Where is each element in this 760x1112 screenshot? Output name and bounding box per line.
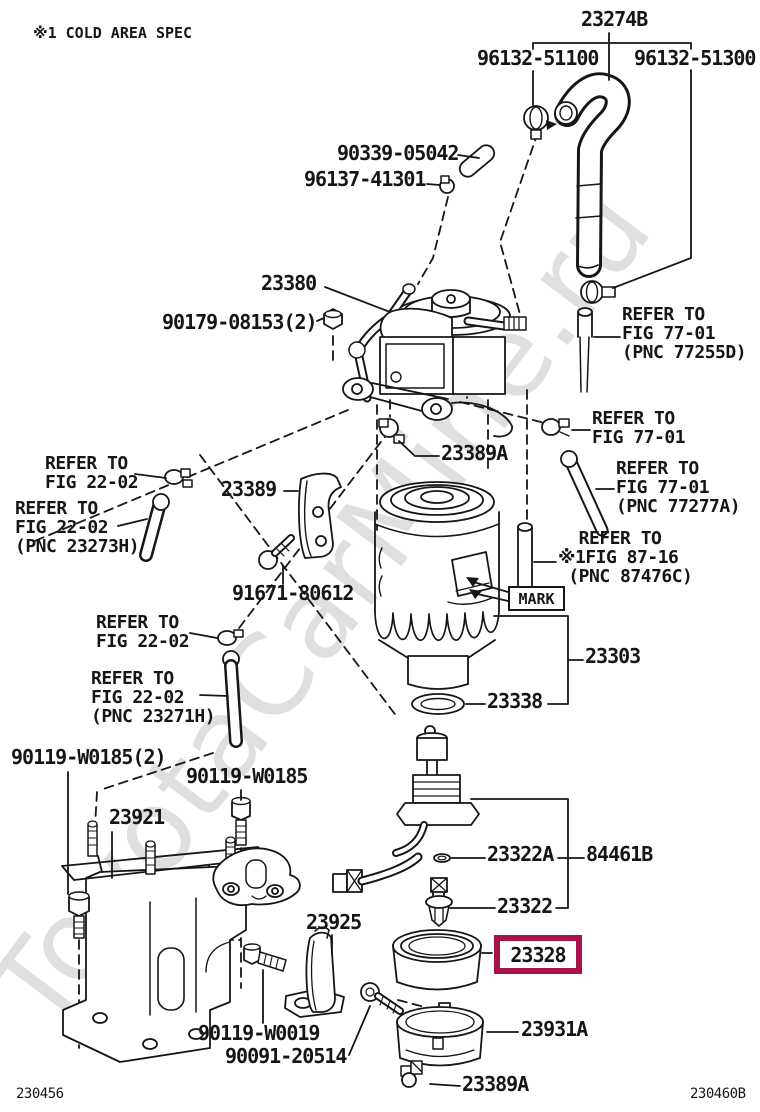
label-23921: 23921 xyxy=(109,805,165,829)
label-90119-W0185: 90119-W0185 xyxy=(186,764,308,788)
label-90119-W0185-2-line: 90119-W0185(2) xyxy=(11,745,167,769)
cold-area-spec-note: ※1 COLD AREA SPEC xyxy=(33,24,193,42)
refer-fig77-01-pnc77277a-line: FIG 77-01 xyxy=(616,477,710,499)
mark-callout-box: MARK xyxy=(508,586,565,611)
label-23274B: 23274B xyxy=(581,7,648,31)
label-23925-line: 23925 xyxy=(306,910,362,934)
highlighted-part-box: 23328 xyxy=(494,935,582,974)
label-23931A: 23931A xyxy=(521,1017,588,1041)
mark-callout-text: MARK xyxy=(518,589,555,608)
refer-fig77-01-line: FIG 77-01 xyxy=(592,427,686,449)
refer-fig22-02-pnc23271h-line: FIG 22-02 xyxy=(91,687,185,709)
refer-fig77-01-pnc77277a-line: (PNC 77277A) xyxy=(616,496,741,518)
label-23389A-lower-line: 23389A xyxy=(462,1072,529,1096)
label-96132-51300: 96132-51300 xyxy=(634,46,756,70)
refer-fig22-02-pnc23273h-line: REFER TO xyxy=(15,498,98,519)
label-23338: 23338 xyxy=(487,689,543,713)
refer-fig22-02-a-line: FIG 22-02 xyxy=(45,472,139,494)
refer-fig22-02-pnc23273h-line: FIG 22-02 xyxy=(15,517,109,539)
refer-fig22-02-pnc23271h-line: REFER TO xyxy=(91,668,174,689)
label-23322A-line: 23322A xyxy=(487,842,554,866)
refer-fig77-01-line: REFER TO xyxy=(592,408,675,429)
label-91671-80612: 91671-80612 xyxy=(232,581,354,605)
label-23931A-line: 23931A xyxy=(521,1017,588,1041)
mark-arrowheads xyxy=(466,577,482,599)
label-23274B-line: 23274B xyxy=(581,7,648,31)
label-84461B: 84461B xyxy=(586,842,653,866)
label-23322-line: 23322 xyxy=(497,894,553,918)
label-90091-20514: 90091-20514 xyxy=(225,1044,347,1068)
label-23925: 23925 xyxy=(306,910,362,934)
label-84461B-line: 84461B xyxy=(586,842,653,866)
label-23389A-upper-line: 23389A xyxy=(441,441,508,465)
label-90091-20514-line: 90091-20514 xyxy=(225,1044,347,1068)
label-91671-80612-line: 91671-80612 xyxy=(232,581,354,605)
refer-fig77-01-pnc77277a-line: REFER TO xyxy=(616,458,699,479)
refer-fig87-16-pnc87476c: REFER TO※1FIG 87-16 (PNC 87476C) xyxy=(558,528,693,588)
label-96137-41301: 96137-41301 xyxy=(304,167,426,191)
label-96137-41301-line: 96137-41301 xyxy=(304,167,426,191)
leader-lines xyxy=(67,32,692,1087)
label-90179-08153: 90179-08153(2) xyxy=(162,310,318,334)
label-90339-05042: 90339-05042 xyxy=(337,141,459,165)
label-96132-51300-line: 96132-51300 xyxy=(634,46,756,70)
label-23921-line: 23921 xyxy=(109,805,165,829)
figure-code-left: 230456 xyxy=(16,1086,64,1102)
refer-fig22-02-pnc23271h-line: (PNC 23271H) xyxy=(91,706,216,728)
refer-fig22-02-pnc23273h-line: (PNC 23273H) xyxy=(15,536,140,558)
label-23303-line: 23303 xyxy=(585,644,641,668)
label-96132-51100-line: 96132-51100 xyxy=(477,46,599,70)
label-23389: 23389 xyxy=(221,477,277,501)
refer-fig77-01-pnc77255d-line: (PNC 77255D) xyxy=(622,342,747,364)
label-96132-51100: 96132-51100 xyxy=(477,46,599,70)
label-23380-line: 23380 xyxy=(261,271,317,295)
label-23338-line: 23338 xyxy=(487,689,543,713)
label-23322: 23322 xyxy=(497,894,553,918)
refer-fig87-16-pnc87476c-line: (PNC 87476C) xyxy=(558,566,693,588)
label-23380: 23380 xyxy=(261,271,317,295)
label-23389A-upper: 23389A xyxy=(441,441,508,465)
label-23322A: 23322A xyxy=(487,842,554,866)
label-90119-W0185-line: 90119-W0185 xyxy=(186,764,308,788)
parts-linework xyxy=(61,72,631,1088)
refer-fig77-01-pnc77255d-line: REFER TO xyxy=(622,304,705,325)
label-23389-line: 23389 xyxy=(221,477,277,501)
label-90119-W0185-2: 90119-W0185(2) xyxy=(11,745,167,769)
refer-fig22-02-a-line: REFER TO xyxy=(45,453,128,474)
refer-fig22-02-b-line: FIG 22-02 xyxy=(96,631,190,653)
figure-code-right: 230460B xyxy=(690,1086,746,1102)
label-23389A-lower: 23389A xyxy=(462,1072,529,1096)
refer-fig22-02-b-line: REFER TO xyxy=(96,612,179,633)
label-90179-08153-line: 90179-08153(2) xyxy=(162,310,318,334)
refer-fig87-16-pnc87476c-line: ※1FIG 87-16 xyxy=(558,547,679,569)
label-90119-W0019-line: 90119-W0019 xyxy=(198,1021,320,1045)
refer-fig87-16-pnc87476c-line: REFER TO xyxy=(558,528,662,549)
label-90339-05042-line: 90339-05042 xyxy=(337,141,459,165)
label-90119-W0019: 90119-W0019 xyxy=(198,1021,320,1045)
refer-fig77-01-pnc77255d-line: FIG 77-01 xyxy=(622,323,716,345)
label-23303: 23303 xyxy=(585,644,641,668)
highlighted-part-number: 23328 xyxy=(510,942,566,967)
